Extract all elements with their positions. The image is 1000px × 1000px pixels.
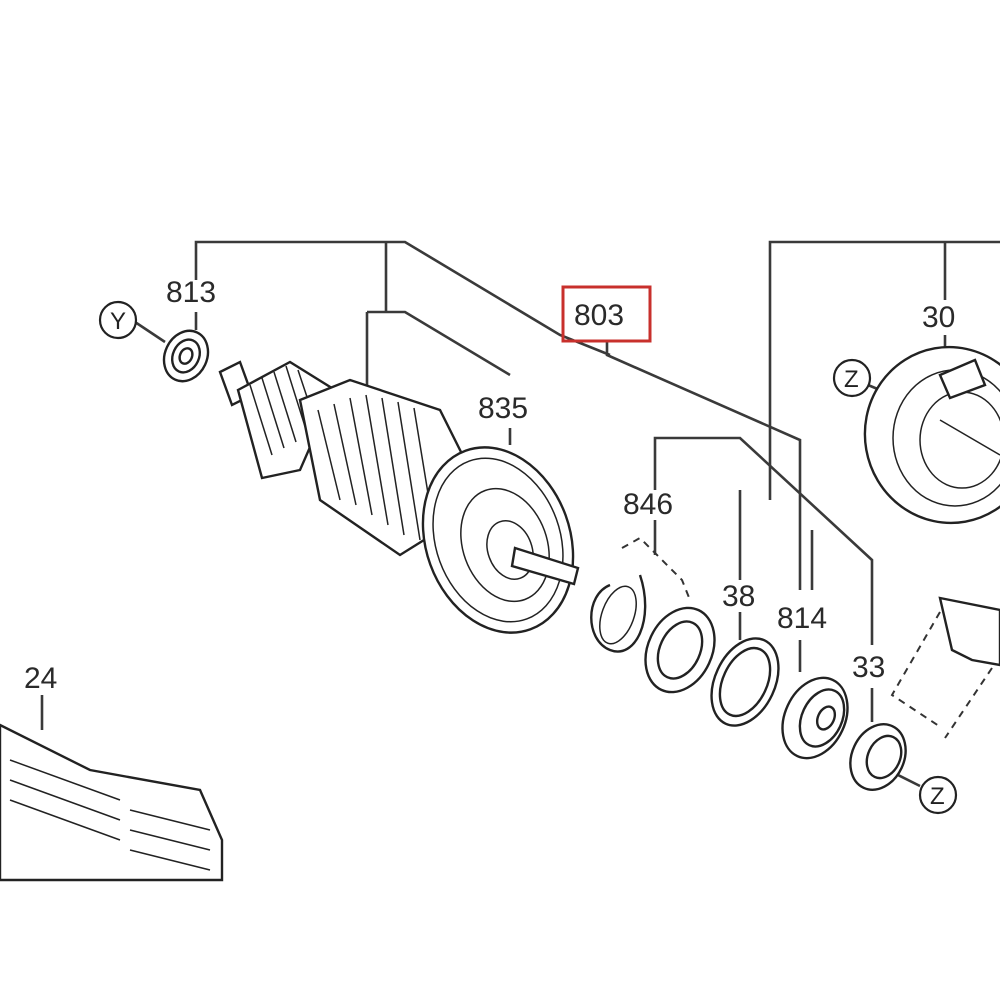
label-813: 813 — [166, 276, 216, 309]
housing-24 — [0, 723, 224, 882]
needle-ring-38 — [710, 637, 780, 727]
label-38: 38 — [722, 580, 755, 613]
highlight-box-803 — [561, 285, 652, 343]
armature-835 — [218, 360, 580, 634]
label-803: 803 — [574, 299, 624, 332]
label-846: 846 — [623, 488, 673, 521]
bearing-814 — [781, 676, 849, 760]
label-24: 24 — [24, 662, 57, 695]
svg-text:Z: Z — [844, 366, 859, 393]
bevel-gear-30 — [863, 345, 1000, 525]
brush-holder — [890, 596, 1000, 739]
circlip-846 — [590, 536, 691, 653]
label-33: 33 — [852, 651, 885, 684]
label-835: 835 — [478, 392, 528, 425]
washer-846 — [644, 606, 716, 694]
label-30: 30 — [922, 301, 955, 334]
svg-text:Y: Y — [110, 308, 126, 335]
marker-z-gear: Z — [832, 358, 872, 398]
ring-33 — [849, 723, 907, 791]
svg-text:Z: Z — [930, 783, 945, 810]
marker-y: Y — [98, 300, 138, 340]
bearing-813 — [162, 329, 210, 383]
label-814: 814 — [777, 602, 827, 635]
marker-z-ring: Z — [918, 775, 958, 815]
